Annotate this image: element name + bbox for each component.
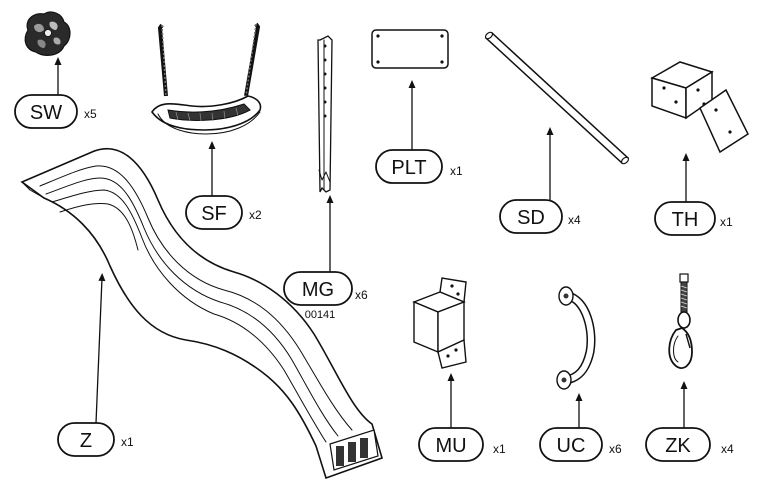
part-mu: MU x1 [412, 277, 506, 462]
part-code-z: Z [80, 430, 92, 452]
arrow-uc [575, 393, 583, 428]
arrow-plt [408, 80, 416, 150]
part-th: TH x1 [650, 61, 749, 236]
part-sd: SD x4 [484, 31, 630, 234]
part-qty-mg: x6 [355, 288, 368, 302]
part-qty-zk: x4 [721, 442, 734, 456]
label-pill-mu [418, 427, 484, 462]
part-code-th: TH [672, 209, 699, 231]
label-pill-z [57, 422, 115, 457]
metal-bracket-strip-icon [317, 35, 333, 193]
u-bracket-icon [412, 277, 467, 369]
part-qty-sd: x4 [568, 213, 581, 227]
part-qty-sw: x5 [84, 107, 97, 121]
label-pill-zk [645, 427, 711, 462]
part-code-sf: SF [201, 203, 227, 225]
arrow-sw [54, 57, 62, 95]
part-sw: SW x5 [14, 11, 97, 129]
part-plt: PLT x1 [371, 29, 463, 184]
part-z: Z x1 [20, 147, 383, 480]
part-code-mg: MG [302, 279, 334, 301]
arrow-mg [326, 195, 334, 272]
part-qty-plt: x1 [450, 164, 463, 178]
label-pill-uc [539, 427, 603, 462]
handle-grip-icon [556, 286, 596, 390]
label-pill-plt [375, 149, 443, 184]
part-code-sw: SW [30, 102, 62, 124]
arrow-sf [208, 141, 216, 196]
swing-seat-icon [151, 22, 262, 135]
arrow-mu [447, 373, 455, 428]
part-code-sd: SD [517, 207, 545, 229]
part-code-mu: MU [435, 435, 466, 457]
part-mg: MG x6 00141 [283, 35, 368, 321]
arrow-th [682, 153, 690, 202]
part-qty-sf: x2 [249, 208, 262, 222]
label-pill-th [654, 201, 716, 236]
corner-bracket-icon [650, 61, 749, 154]
part-qty-mu: x1 [493, 442, 506, 456]
part-code-zk: ZK [665, 435, 691, 457]
part-qty-z: x1 [121, 435, 134, 449]
label-pill-sf [185, 195, 243, 230]
plate-icon [371, 29, 449, 69]
arrow-z [95, 273, 106, 424]
part-qty-uc: x6 [609, 442, 622, 456]
label-pill-sd [499, 199, 563, 234]
slide-icon [20, 147, 383, 480]
part-qty-th: x1 [720, 215, 733, 229]
rod-icon [484, 31, 630, 165]
part-zk: ZK x4 [645, 273, 734, 462]
label-pill-sw [14, 94, 78, 129]
swing-hook-icon [668, 273, 693, 369]
part-code-plt: PLT [391, 157, 426, 179]
part-code-uc: UC [557, 435, 586, 457]
part-sf: SF x2 [151, 22, 262, 230]
part-subcode-mg: 00141 [305, 309, 336, 321]
label-pill-mg [283, 271, 353, 306]
arrow-zk [680, 381, 688, 428]
climbing-stone-icon [24, 11, 71, 56]
part-uc: UC x6 [539, 286, 622, 462]
arrow-sd [546, 127, 554, 200]
